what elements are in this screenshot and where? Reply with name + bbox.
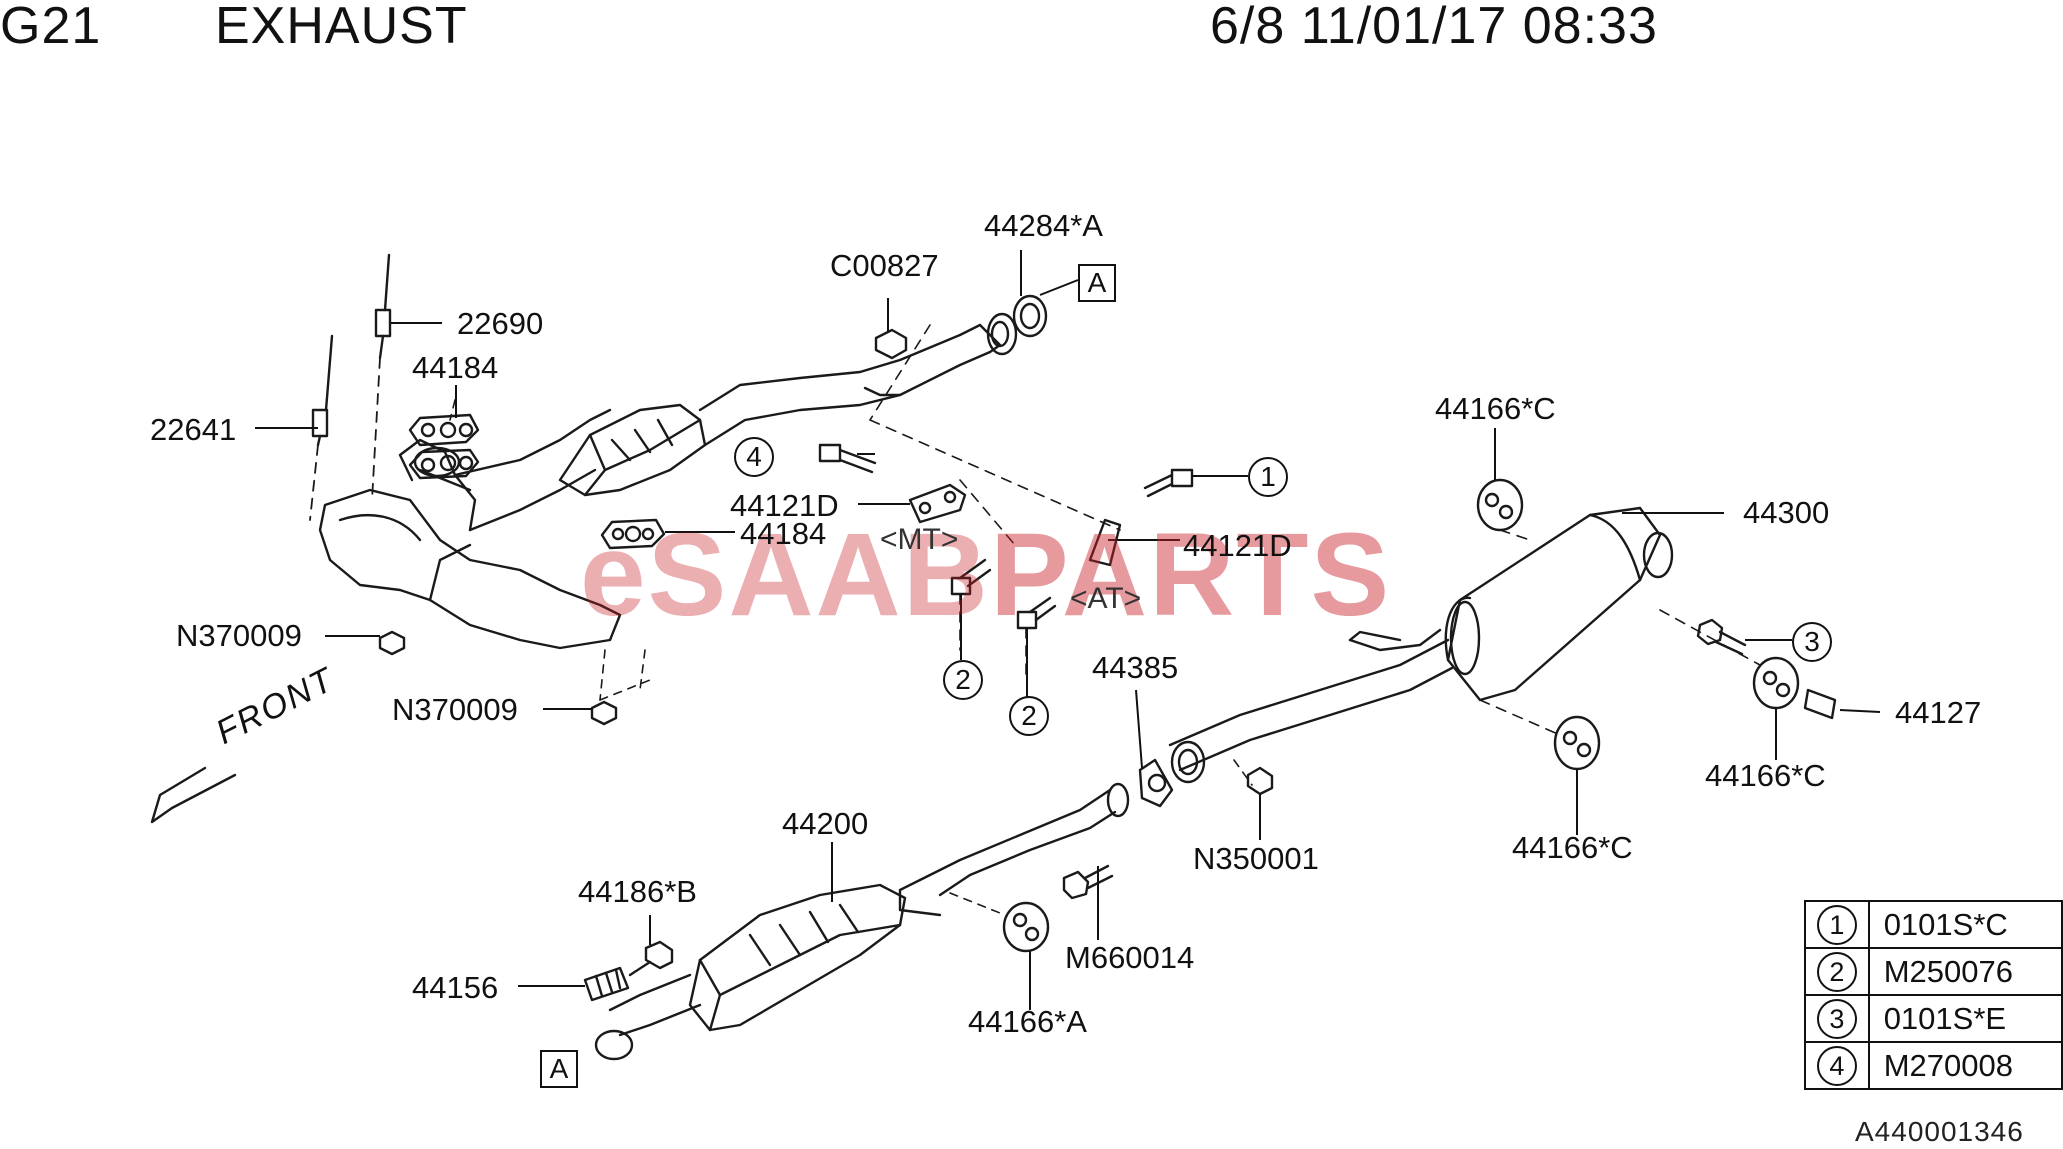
bolt-ref-4 [818, 443, 877, 474]
circle-ref-3: 3 [1792, 622, 1832, 662]
bolt-ref-1 [1143, 468, 1194, 498]
gasket-44184-lower [600, 518, 666, 550]
pin-44127 [1803, 688, 1837, 720]
gasket-44385 [1138, 758, 1174, 808]
callout-44284a: 44284*A [984, 208, 1103, 243]
variant-mt-tag: <MT> [880, 523, 959, 556]
callout-n370009-upper: N370009 [176, 618, 302, 653]
callout-44166c-right: 44166*C [1705, 758, 1826, 793]
ref-box-a-top: A [1078, 264, 1116, 302]
diagram-date: 6/8 11/01/17 08:33 [1210, 0, 1658, 55]
callout-c00827: C00827 [830, 248, 939, 283]
hanger-44166c-bottom [1553, 715, 1601, 771]
ref-box-a-bottom: A [540, 1050, 578, 1088]
watermark-part1: eSAAB [580, 509, 990, 641]
hanger-44166a [1002, 901, 1050, 953]
callout-22641: 22641 [150, 412, 237, 447]
callout-44186b: 44186*B [578, 874, 697, 909]
callout-44300: 44300 [1743, 495, 1830, 530]
fastener-legend-table: 1 0101S*C 2 M250076 3 0101S*E 4 M270008 [1804, 900, 2063, 1090]
circle-ref-1: 1 [1248, 457, 1288, 497]
legend-row: 1 0101S*C [1804, 900, 2063, 949]
callout-n350001: N350001 [1193, 841, 1319, 876]
callout-44184-upper: 44184 [412, 350, 499, 385]
legend-num: 2 [1816, 951, 1857, 992]
callout-44166a: 44166*A [968, 1004, 1087, 1039]
legend-code: M270008 [1867, 1041, 2063, 1090]
legend-num: 3 [1816, 998, 1857, 1039]
callout-n370009-lower: N370009 [392, 692, 518, 727]
oxygen-sensor-22690 [374, 253, 392, 360]
callout-44121d-mt: 44121D [730, 488, 839, 523]
front-exhaust-pipe [318, 408, 622, 650]
callout-44166c-top: 44166*C [1435, 391, 1556, 426]
spring-bolt-44156 [583, 966, 630, 1002]
watermark-logo: eSAABPARTS [580, 510, 1391, 640]
callout-44200: 44200 [782, 806, 869, 841]
legend-code: 0101S*C [1867, 900, 2063, 949]
watermark-part2: PARTS [989, 509, 1392, 641]
rear-muffler [1444, 506, 1674, 702]
legend-num: 4 [1816, 1045, 1857, 1086]
bolt-ref-3 [1696, 618, 1747, 656]
gasket-44184-upper [408, 413, 480, 480]
diagram-title: EXHAUST [215, 0, 468, 55]
rear-catalytic-converter [594, 883, 907, 1061]
circle-ref-4: 4 [734, 437, 774, 477]
nut-44186b [628, 940, 674, 977]
callout-44121d-at: 44121D [1183, 528, 1292, 563]
front-arrow [150, 766, 237, 824]
legend-row: 3 0101S*E [1804, 994, 2063, 1043]
circle-ref-2b: 2 [1009, 696, 1049, 736]
bracket-44121d-mt [908, 483, 967, 524]
oxygen-sensor-22641 [311, 334, 334, 447]
circle-ref-2a: 2 [943, 660, 983, 700]
upper-pipe [698, 323, 1002, 447]
callout-44385: 44385 [1092, 650, 1179, 685]
variant-at-tag: <AT> [1070, 582, 1142, 615]
callout-44166c-bottom: 44166*C [1512, 830, 1633, 865]
hanger-44166c-top [1476, 478, 1524, 532]
callout-22690: 22690 [457, 306, 544, 341]
callout-44156: 44156 [412, 970, 499, 1005]
legend-row: 4 M270008 [1804, 1041, 2063, 1090]
legend-num: 1 [1816, 904, 1857, 945]
callout-44127: 44127 [1895, 695, 1982, 730]
front-catalytic-converter [558, 403, 707, 497]
callout-m660014: M660014 [1065, 940, 1195, 975]
center-pipe [898, 782, 1130, 917]
legend-code: 0101S*E [1867, 994, 2063, 1043]
figure-id: A440001346 [1855, 1116, 2024, 1147]
legend-row: 2 M250076 [1804, 947, 2063, 996]
bracket-44121d-at [1088, 518, 1122, 567]
rear-pipe [1168, 628, 1454, 784]
group-code: G21 [0, 0, 102, 55]
legend-code: M250076 [1867, 947, 2063, 996]
bolt-m660014 [1062, 864, 1114, 900]
callout-44184-lower: 44184 [740, 516, 827, 551]
